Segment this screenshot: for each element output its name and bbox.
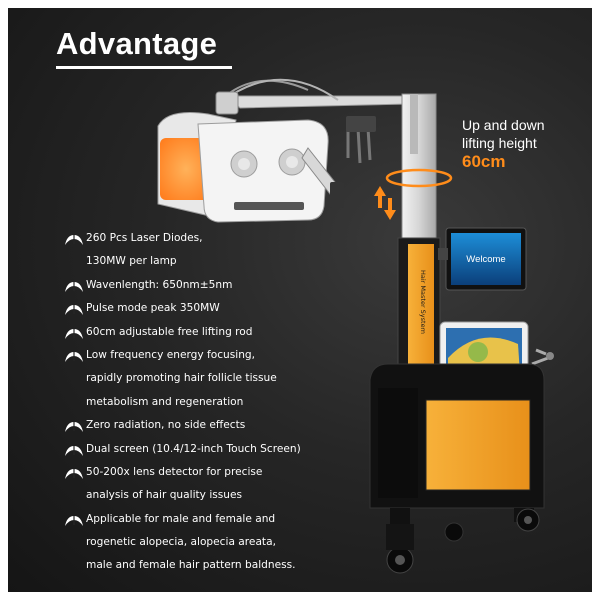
leaf-icon <box>64 302 86 318</box>
base-cabinet <box>369 363 545 574</box>
feature-text: Zero radiation, no side effects <box>86 417 245 440</box>
feature-line: rapidly promoting hair follicle tissue <box>86 372 277 385</box>
column-label: Hair Master System <box>419 270 427 334</box>
feature-text: Dual screen (10.4/12-inch Touch Screen) <box>86 441 301 464</box>
lift-caption-line2: lifting height <box>462 135 537 151</box>
arrow-up-icon <box>374 186 386 208</box>
leaf-icon <box>64 419 86 435</box>
feature-item: Pulse mode peak 350MW <box>64 300 354 323</box>
leaf-icon <box>64 279 86 295</box>
leaf-icon <box>64 513 86 529</box>
feature-item: 260 Pcs Laser Diodes, 130MW per lamp <box>64 230 354 277</box>
title-underline <box>56 66 232 69</box>
feature-text: Applicable for male and female and rogene… <box>86 511 296 581</box>
feature-item: 50-200x lens detector for precise analysi… <box>64 464 354 511</box>
feature-item: 60cm adjustable free lifting rod <box>64 324 354 347</box>
screen-welcome-text: Welcome <box>466 254 505 265</box>
feature-line: metabolism and regeneration <box>86 395 244 408</box>
feature-item: Dual screen (10.4/12-inch Touch Screen) <box>64 441 354 464</box>
feature-line: rogenetic alopecia, alopecia areata, <box>86 536 276 549</box>
feature-line: analysis of hair quality issues <box>86 489 243 502</box>
advantage-poster: Advantage <box>8 8 592 592</box>
feature-line: male and female hair pattern baldness. <box>86 559 296 572</box>
feature-line: Zero radiation, no side effects <box>86 419 246 432</box>
feature-line: Applicable for male and female and <box>86 512 276 525</box>
feature-line: 260 Pcs Laser Diodes, <box>86 232 203 244</box>
laser-lamp-heads <box>157 112 344 223</box>
arrow-down-icon <box>384 198 396 220</box>
lift-ring-indicator <box>385 168 453 188</box>
feature-line: 130MW per lamp <box>86 255 177 268</box>
feature-text: Wavenlength: 650nm±5nm <box>86 277 232 300</box>
feature-line: Low frequency energy focusing, <box>86 348 256 361</box>
leaf-icon <box>64 443 86 459</box>
feature-item: Low frequency energy focusing, rapidly pr… <box>64 347 354 417</box>
leaf-icon <box>64 466 86 482</box>
page-title: Advantage <box>56 26 218 61</box>
feature-line: Wavenlength: 650nm±5nm <box>86 278 233 291</box>
feature-line: Dual screen (10.4/12-inch Touch Screen) <box>86 442 301 455</box>
feature-text: 260 Pcs Laser Diodes, 130MW per lamp <box>86 230 203 277</box>
feature-text: Low frequency energy focusing, rapidly pr… <box>86 347 277 417</box>
feature-item: Applicable for male and female and rogene… <box>64 511 354 581</box>
lift-caption-line1: Up and down <box>462 117 545 133</box>
main-touch-screen: Welcome <box>438 227 527 291</box>
lift-height-value: 60cm <box>462 152 506 171</box>
feature-text: Pulse mode peak 350MW <box>86 300 220 323</box>
feature-item: Wavenlength: 650nm±5nm <box>64 277 354 300</box>
feature-text: 60cm adjustable free lifting rod <box>86 324 253 347</box>
leaf-icon <box>64 232 86 248</box>
leaf-icon <box>64 326 86 342</box>
laser-hair-machine-illustration: Hair Master System Welcome <box>157 78 554 574</box>
orange-led-panel <box>160 138 212 200</box>
leaf-icon <box>64 349 86 365</box>
arm <box>215 78 411 164</box>
feature-line: Pulse mode peak 350MW <box>86 302 220 315</box>
cabinet-yellow-panel <box>425 399 531 491</box>
feature-line: 50-200x lens detector for precise <box>86 465 263 478</box>
lift-caption: Up and down lifting height <box>462 116 545 152</box>
feature-item: Zero radiation, no side effects <box>64 417 354 440</box>
wheel-icon <box>444 522 464 542</box>
feature-text: 50-200x lens detector for precise analysi… <box>86 464 262 511</box>
feature-line: 60cm adjustable free lifting rod <box>86 325 253 338</box>
